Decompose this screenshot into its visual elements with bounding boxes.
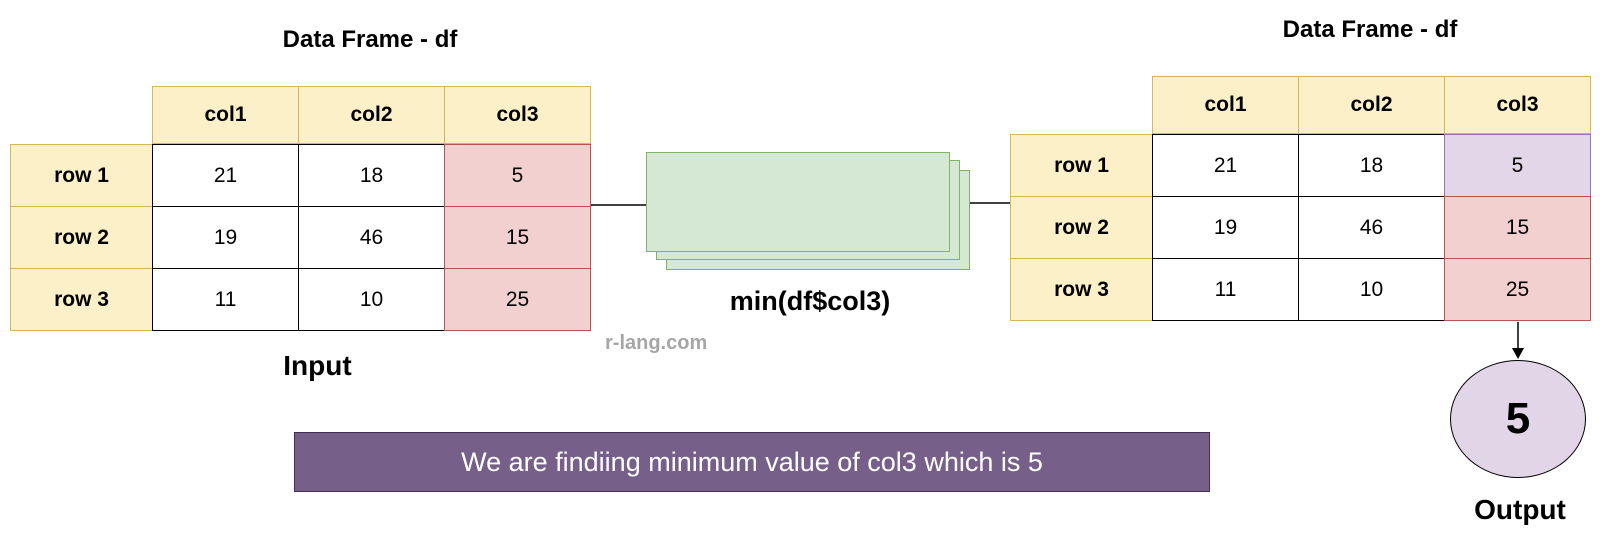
right-cell-min: 5 [1444,134,1591,197]
right-cell: 46 [1298,196,1445,259]
left-row-label-2: row 2 [10,206,153,269]
function-label: min(df$col3) [729,286,891,316]
right-col-header-2: col2 [1298,76,1445,134]
right-row-label-3: row 3 [1010,258,1153,321]
right-col-header-1: col1 [1152,76,1299,134]
right-table-title: Data Frame - df [1282,16,1458,43]
right-cell: 11 [1152,258,1299,321]
left-cell-col3: 25 [444,268,591,331]
right-row-label-2: row 2 [1010,196,1153,259]
right-cell: 18 [1298,134,1445,197]
right-cell: 21 [1152,134,1299,197]
left-cell: 21 [152,144,299,207]
left-cell: 19 [152,206,299,269]
right-col-header-3: col3 [1444,76,1591,134]
output-arrow-head [1512,348,1524,359]
left-col-header-3: col3 [444,86,591,144]
left-cell: 46 [298,206,445,269]
left-table-title: Data Frame - df [282,26,458,53]
right-cell-col3: 25 [1444,258,1591,321]
right-cell-col3: 15 [1444,196,1591,259]
left-cell: 10 [298,268,445,331]
right-cell: 10 [1298,258,1445,321]
input-caption: Input [283,350,352,381]
explanation-banner: We are findiing minimum value of col3 wh… [294,432,1210,492]
left-cell-col3: 15 [444,206,591,269]
right-row-label-1: row 1 [1010,134,1153,197]
left-row-label-3: row 3 [10,268,153,331]
left-col-header-1: col1 [152,86,299,144]
process-stack-front [646,152,950,252]
right-cell: 19 [1152,196,1299,259]
left-col-header-2: col2 [298,86,445,144]
left-cell: 18 [298,144,445,207]
left-cell-col3: 5 [444,144,591,207]
left-cell: 11 [152,268,299,331]
output-caption: Output [1474,494,1566,525]
output-circle: 5 [1450,360,1586,478]
left-row-label-1: row 1 [10,144,153,207]
watermark: r-lang.com [605,332,708,354]
